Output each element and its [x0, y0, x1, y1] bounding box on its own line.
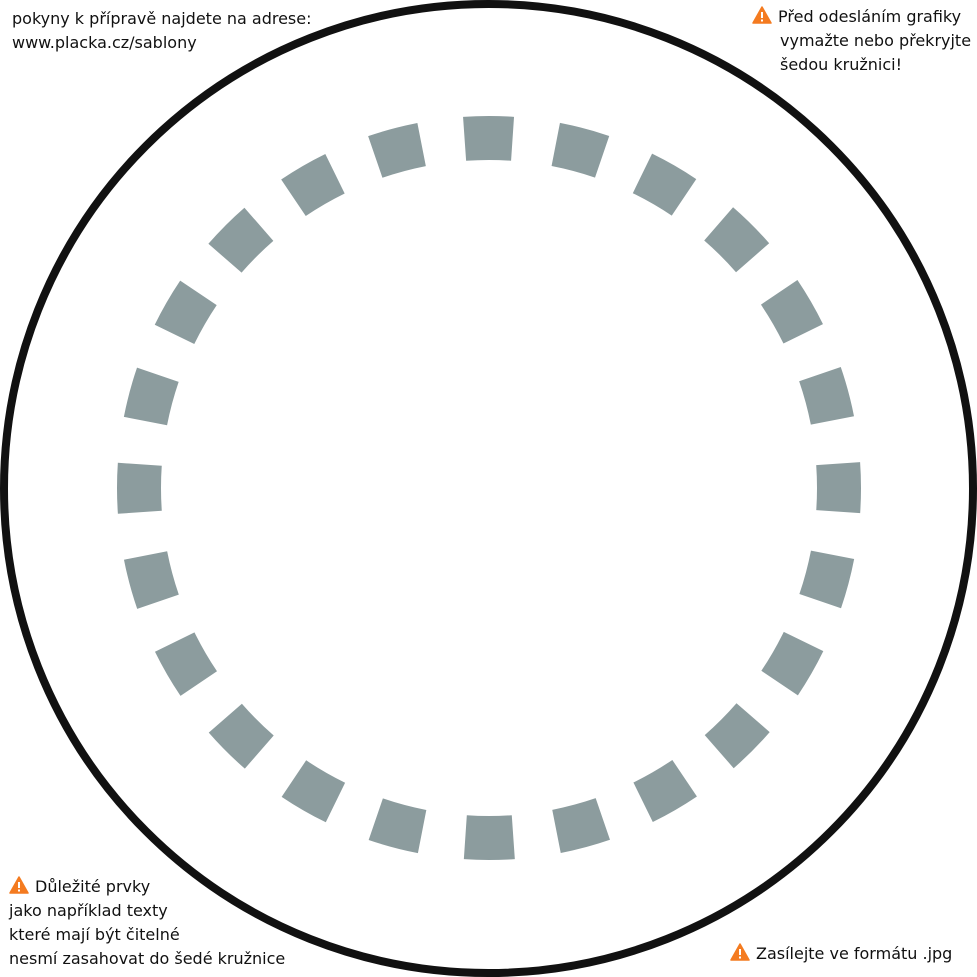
delete-ring-warning: Před odesláním grafiky vymažte nebo přek… [752, 5, 971, 77]
warning-triangle-icon [730, 943, 750, 961]
warning-triangle-icon [752, 6, 772, 24]
instructions-line-1: pokyny k přípravě najdete na adrese: [12, 9, 312, 28]
important-elements-warning-line-3: které mají být čitelné [9, 925, 180, 944]
file-format-warning-text: Zasílejte ve formátu .jpg [756, 944, 953, 963]
important-elements-warning-line-4: nesmí zasahovat do šedé kružnice [9, 949, 286, 968]
important-elements-warning-line-2: jako například texty [9, 901, 168, 920]
delete-ring-warning-line-2: vymažte nebo překryjte [780, 31, 972, 50]
instructions-url: www.placka.cz/sablony [12, 33, 197, 52]
important-elements-warning: Důležité prvky jako například texty kter… [9, 875, 285, 971]
file-format-warning: Zasílejte ve formátu .jpg [730, 942, 952, 966]
delete-ring-warning-line-3: šedou kružnici! [780, 55, 902, 74]
delete-ring-warning-line-1: Před odesláním grafiky [778, 7, 962, 26]
warning-triangle-icon [9, 876, 29, 894]
important-elements-warning-line-1: Důležité prvky [35, 877, 151, 896]
safe-zone-dashed-ring [117, 116, 861, 860]
instructions-note: pokyny k přípravě najdete na adrese: www… [12, 7, 312, 55]
